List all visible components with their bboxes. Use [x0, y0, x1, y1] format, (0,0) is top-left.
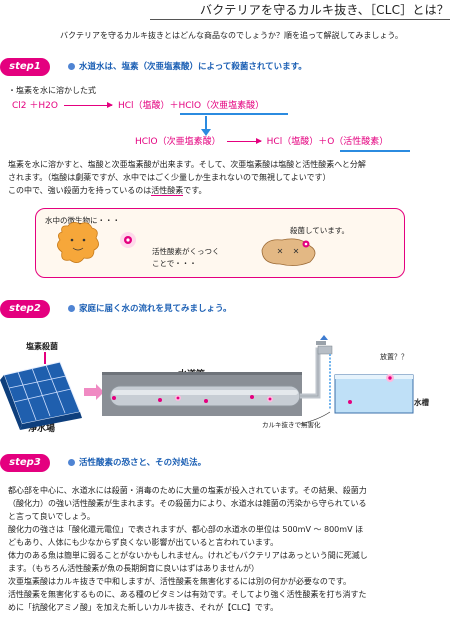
equation-label: ・塩素を水に溶かした式: [8, 86, 96, 95]
step3-line: めに「抗酸化アミノ酸」を加えた新しいカルキ抜き、それが【CLC】です。: [8, 603, 279, 612]
water-plant-icon: [0, 361, 82, 430]
flow-arrow-icon: [84, 384, 104, 400]
label-left: 放置？？: [380, 353, 408, 361]
hclo-underline: [180, 113, 288, 115]
down-arrow-icon: [201, 116, 211, 136]
label-chlorine: 塩素殺菌: [26, 342, 58, 351]
box-kill-text: 殺菌しています。: [290, 226, 350, 235]
step3-line: と言って良いでしょう。: [8, 512, 95, 521]
step3-badge: step3: [0, 454, 50, 472]
bullet-dot-icon: [68, 62, 75, 70]
step3-line: 酸化力の強さは「酸化還元電位」で表されますが、都心部の水道水の単位は 500mV…: [8, 525, 364, 534]
step1-heading: 水道水は、塩素（次亜塩素酸）によって殺菌されています。: [68, 61, 307, 74]
tank-tag-hclo: 次亜塩素酸: [347, 395, 378, 402]
label-tank: 水槽: [414, 398, 429, 407]
intro-text: バクテリアを守るカルキ抜きとはどんな商品なのでしょうか？順を追って解説してみまし…: [60, 31, 403, 40]
step3-heading: 活性酸素の恐さと、その対処法。: [68, 457, 206, 470]
page-title: バクテリアを守るカルキ抜き、［CLC］とは？: [200, 3, 450, 17]
step1-paragraph-line: 塩素を水に溶かすと、塩酸と次亜塩素酸が出来ます。そして、次亜塩素酸は塩酸と活性酸…: [8, 160, 366, 169]
step1-badge: step1: [0, 58, 50, 76]
pipe-tag-oxygen: 活性酸素: [225, 397, 250, 404]
right-arrow-icon: [226, 138, 262, 144]
step3-heading-text: 活性酸素の恐さと、その対処法。: [79, 458, 207, 468]
box-microbe-text: 水中の微生物に・・・: [45, 216, 120, 225]
step3-line: （酸化力）の強い活性酸素が生まれます。その殺菌力により、水道水は雑菌の汚染から守…: [8, 499, 367, 508]
step3-line: どもあり、人体にも少なからず良くない影響が出ていると言われています。: [8, 538, 279, 547]
title-underline: [150, 19, 450, 20]
step1-paragraph-line: この中で、強い殺菌力を持っているのは活性酸素です。: [8, 184, 206, 197]
active-oxygen-underline: [340, 150, 410, 152]
box-bond-text-2: ことで・・・: [152, 259, 197, 268]
label-pipe: 水道管: [178, 370, 206, 380]
step3-line: 体力のある魚は簡単に弱ることがないかもしれません。けれどもバクテリアはあっという…: [8, 551, 368, 560]
equation-2: HClO（次亜塩素酸） HCl（塩酸）＋O（活性酸素）: [135, 136, 388, 150]
para-text: この中で、強い殺菌力を持っているのは: [8, 186, 152, 195]
step3-line: ます。（もちろん活性酸素が魚の長期飼育に良いはずはありませんが）: [8, 564, 259, 573]
tank-tag-oxygen: 活性酸素: [385, 395, 410, 402]
step2-badge: step2: [0, 300, 50, 318]
riser-pipe: [300, 347, 326, 399]
step1-heading-text: 水道水は、塩素（次亜塩素酸）によって殺菌されています。: [79, 62, 307, 72]
step2-heading: 家庭に届く水の流れを見てみましょう。: [68, 303, 232, 316]
para-text: です。: [183, 186, 207, 195]
label-dechlor: カルキ抜きで無害化: [262, 421, 321, 429]
box-bond-text: 活性酸素がくっつく: [152, 247, 220, 256]
equation-2-right: HCl（塩酸）＋O（活性酸素）: [266, 137, 389, 147]
equation-1-left: Cl2 ＋H2O: [12, 101, 58, 111]
label-plant: 浄水場: [28, 424, 56, 434]
step3-line: 活性酸素を無害化するものに、ある種のビタミンは有効です。そしてより強く活性酸素を…: [8, 590, 367, 599]
step1-paragraph-line: されます。（塩酸は劇薬ですが、水中ではごく少量しか生まれないので無視してよいです…: [8, 173, 331, 182]
para-highlight: 活性酸素: [151, 186, 184, 196]
step3-line: 次亜塩素酸はカルキ抜きで中和しますが、活性酸素を無害化するには別の何かが必要なの…: [8, 577, 352, 586]
bullet-dot-icon: [68, 304, 75, 312]
step2-heading-text: 家庭に届く水の流れを見てみましょう。: [79, 304, 232, 314]
step3-line: 都心部を中心に、水道水には殺菌・消毒のために大量の塩素が投入されています。その結…: [8, 486, 367, 495]
title-bar: バクテリアを守るカルキ抜き、［CLC］とは？: [0, 0, 450, 20]
faucet-icon: [316, 335, 333, 410]
bullet-dot-icon: [68, 458, 75, 466]
equation-1-right: HCl（塩酸）＋HClO（次亜塩素酸）: [117, 101, 265, 111]
right-arrow-icon: [63, 102, 113, 108]
equation-1: Cl2 ＋H2O HCl（塩酸）＋HClO（次亜塩素酸）: [12, 100, 264, 114]
pipe-tag-hclo: 次亜塩素酸: [118, 397, 149, 404]
equation-2-left: HClO（次亜塩素酸）: [135, 137, 221, 147]
